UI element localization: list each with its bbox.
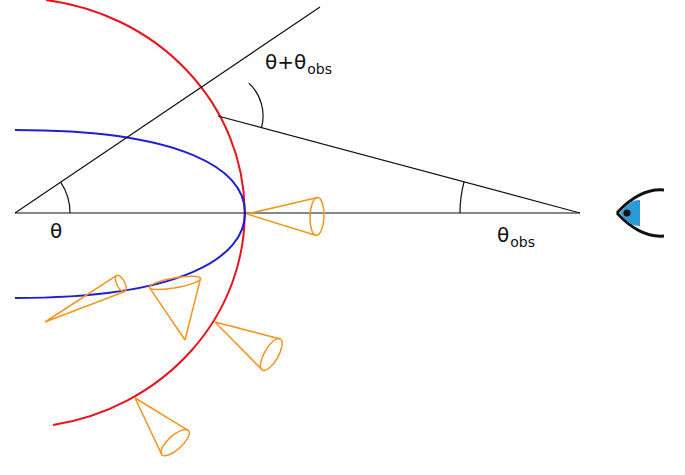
- emission-cone: [122, 386, 194, 460]
- angle-arc: [249, 83, 263, 128]
- axis-line: [15, 212, 580, 213]
- angle-label: θ: [497, 225, 509, 245]
- angle-arc: [61, 182, 70, 213]
- angle-subscript: obs: [510, 235, 535, 249]
- emission-cone: [148, 273, 210, 344]
- blue-curve: [15, 130, 245, 298]
- observer-line: [218, 116, 580, 213]
- emission-cone: [41, 274, 128, 330]
- angle-label: θ+θ: [265, 52, 306, 72]
- observer-eye: [617, 190, 664, 236]
- emission-cone: [246, 195, 324, 236]
- theta-line: [15, 7, 320, 213]
- angle-label: θ: [50, 221, 62, 241]
- emission-cone: [206, 306, 286, 373]
- angle-arc: [460, 182, 464, 213]
- angle-subscript: obs: [307, 62, 332, 76]
